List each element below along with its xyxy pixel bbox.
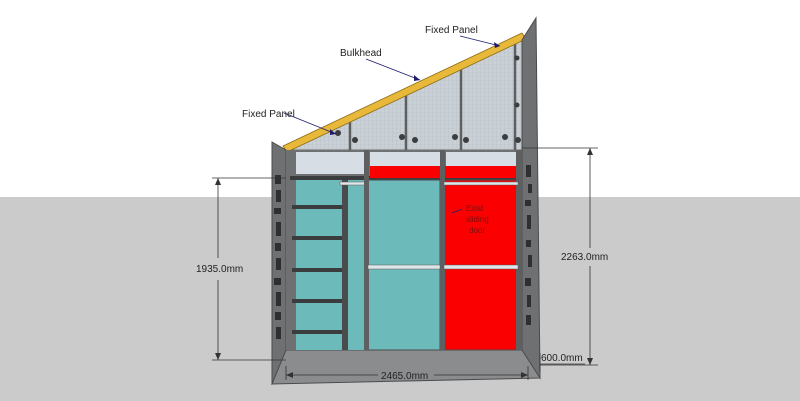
dim-height-right-arrows [587, 148, 593, 365]
door-note-line-1: Exist [466, 204, 484, 213]
dim-width [285, 366, 529, 380]
door-note-arrow [451, 208, 463, 214]
dim-height-left-label: 1935.0mm [196, 264, 243, 275]
dim-width-label: 2465.0mm [381, 371, 428, 382]
panel-fixings [335, 55, 521, 143]
door-stiles [364, 150, 522, 350]
divider [342, 180, 348, 350]
dim-height-right-label: 2263.0mm [561, 252, 608, 263]
door-note-line-3: door [469, 226, 485, 235]
label-bulkhead: Bulkhead [340, 48, 382, 59]
dim-depth [539, 353, 585, 372]
dim-height-right [522, 147, 598, 366]
right-panel-pattern [525, 165, 532, 325]
top-fixed-band [296, 152, 366, 174]
dim-height-left [212, 177, 286, 361]
label-leader-heads [330, 42, 500, 135]
door-note-line-2: sliding [466, 215, 489, 224]
top-fixed-band [446, 152, 518, 166]
left-panel-pattern [274, 175, 281, 339]
left-shelves [292, 205, 342, 334]
dim-depth-label: 600.0mm [541, 353, 583, 364]
door-mid-rails [367, 181, 519, 270]
label-leaders [283, 35, 501, 135]
label-fixed-panel-top: Fixed Panel [425, 25, 478, 36]
dim-height-left-arrows [215, 178, 221, 360]
left-bay-back [296, 178, 342, 350]
slope-mullions [348, 43, 517, 150]
label-fixed-panel-left: Fixed Panel [242, 109, 295, 120]
dim-width-arrows [286, 372, 528, 378]
top-fixed-band [370, 152, 442, 166]
